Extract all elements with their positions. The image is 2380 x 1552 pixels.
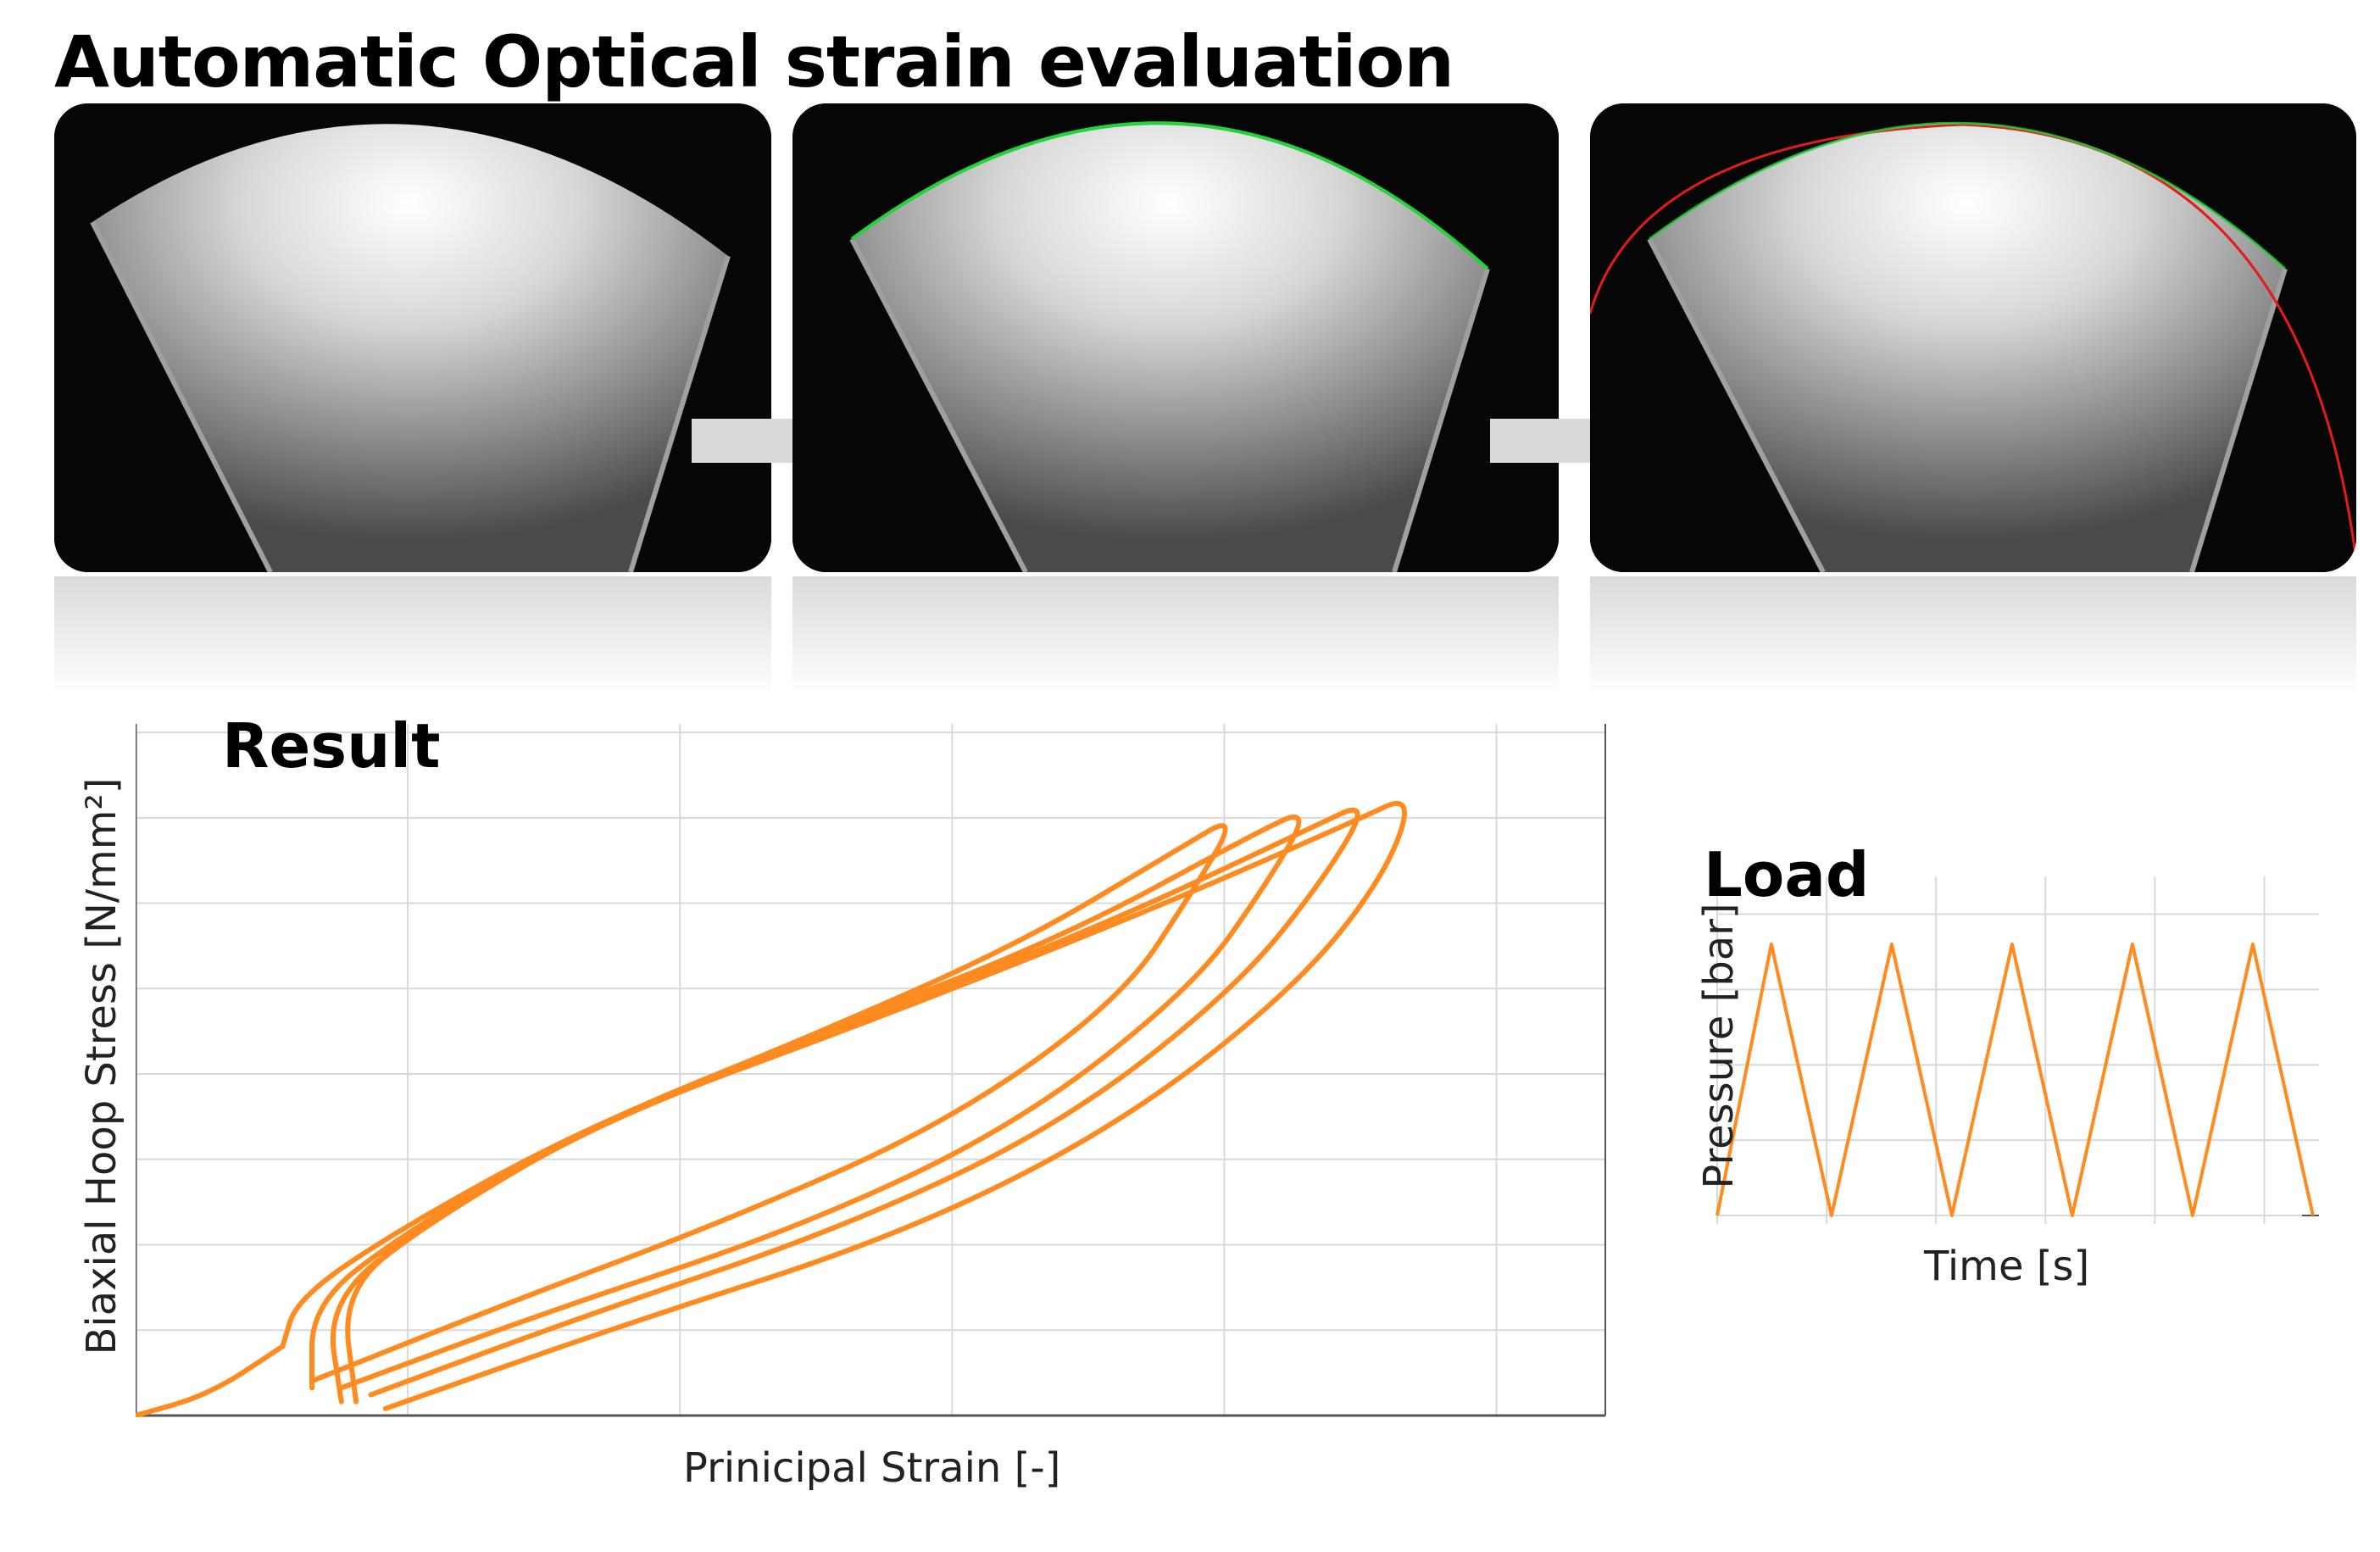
- reflection: [792, 576, 1559, 695]
- result-y-axis-label: Biaxial Hoop Stress [N/mm²]: [78, 777, 125, 1355]
- result-series-line: [136, 1343, 286, 1417]
- result-chart-title: Result: [222, 710, 441, 782]
- result-x-axis-label: Prinicipal Strain [-]: [683, 1444, 1061, 1492]
- result-series-line: [345, 800, 1408, 1411]
- camera-image-original: [54, 103, 771, 572]
- reflection: [1590, 576, 2356, 695]
- load-x-axis-label: Time [s]: [1924, 1243, 2090, 1290]
- load-y-axis-label: Pressure [bar]: [1695, 903, 1743, 1189]
- result-chart: [136, 722, 1607, 1417]
- camera-image-circle-fit: [1590, 103, 2356, 572]
- reflection: [54, 576, 771, 695]
- load-chart: [1700, 876, 2327, 1232]
- camera-image-edge-detected: [792, 103, 1559, 572]
- page-title: Automatic Optical strain evaluation: [54, 20, 1454, 103]
- load-chart-title: Load: [1704, 839, 1870, 910]
- load-series-line: [1715, 943, 2315, 1217]
